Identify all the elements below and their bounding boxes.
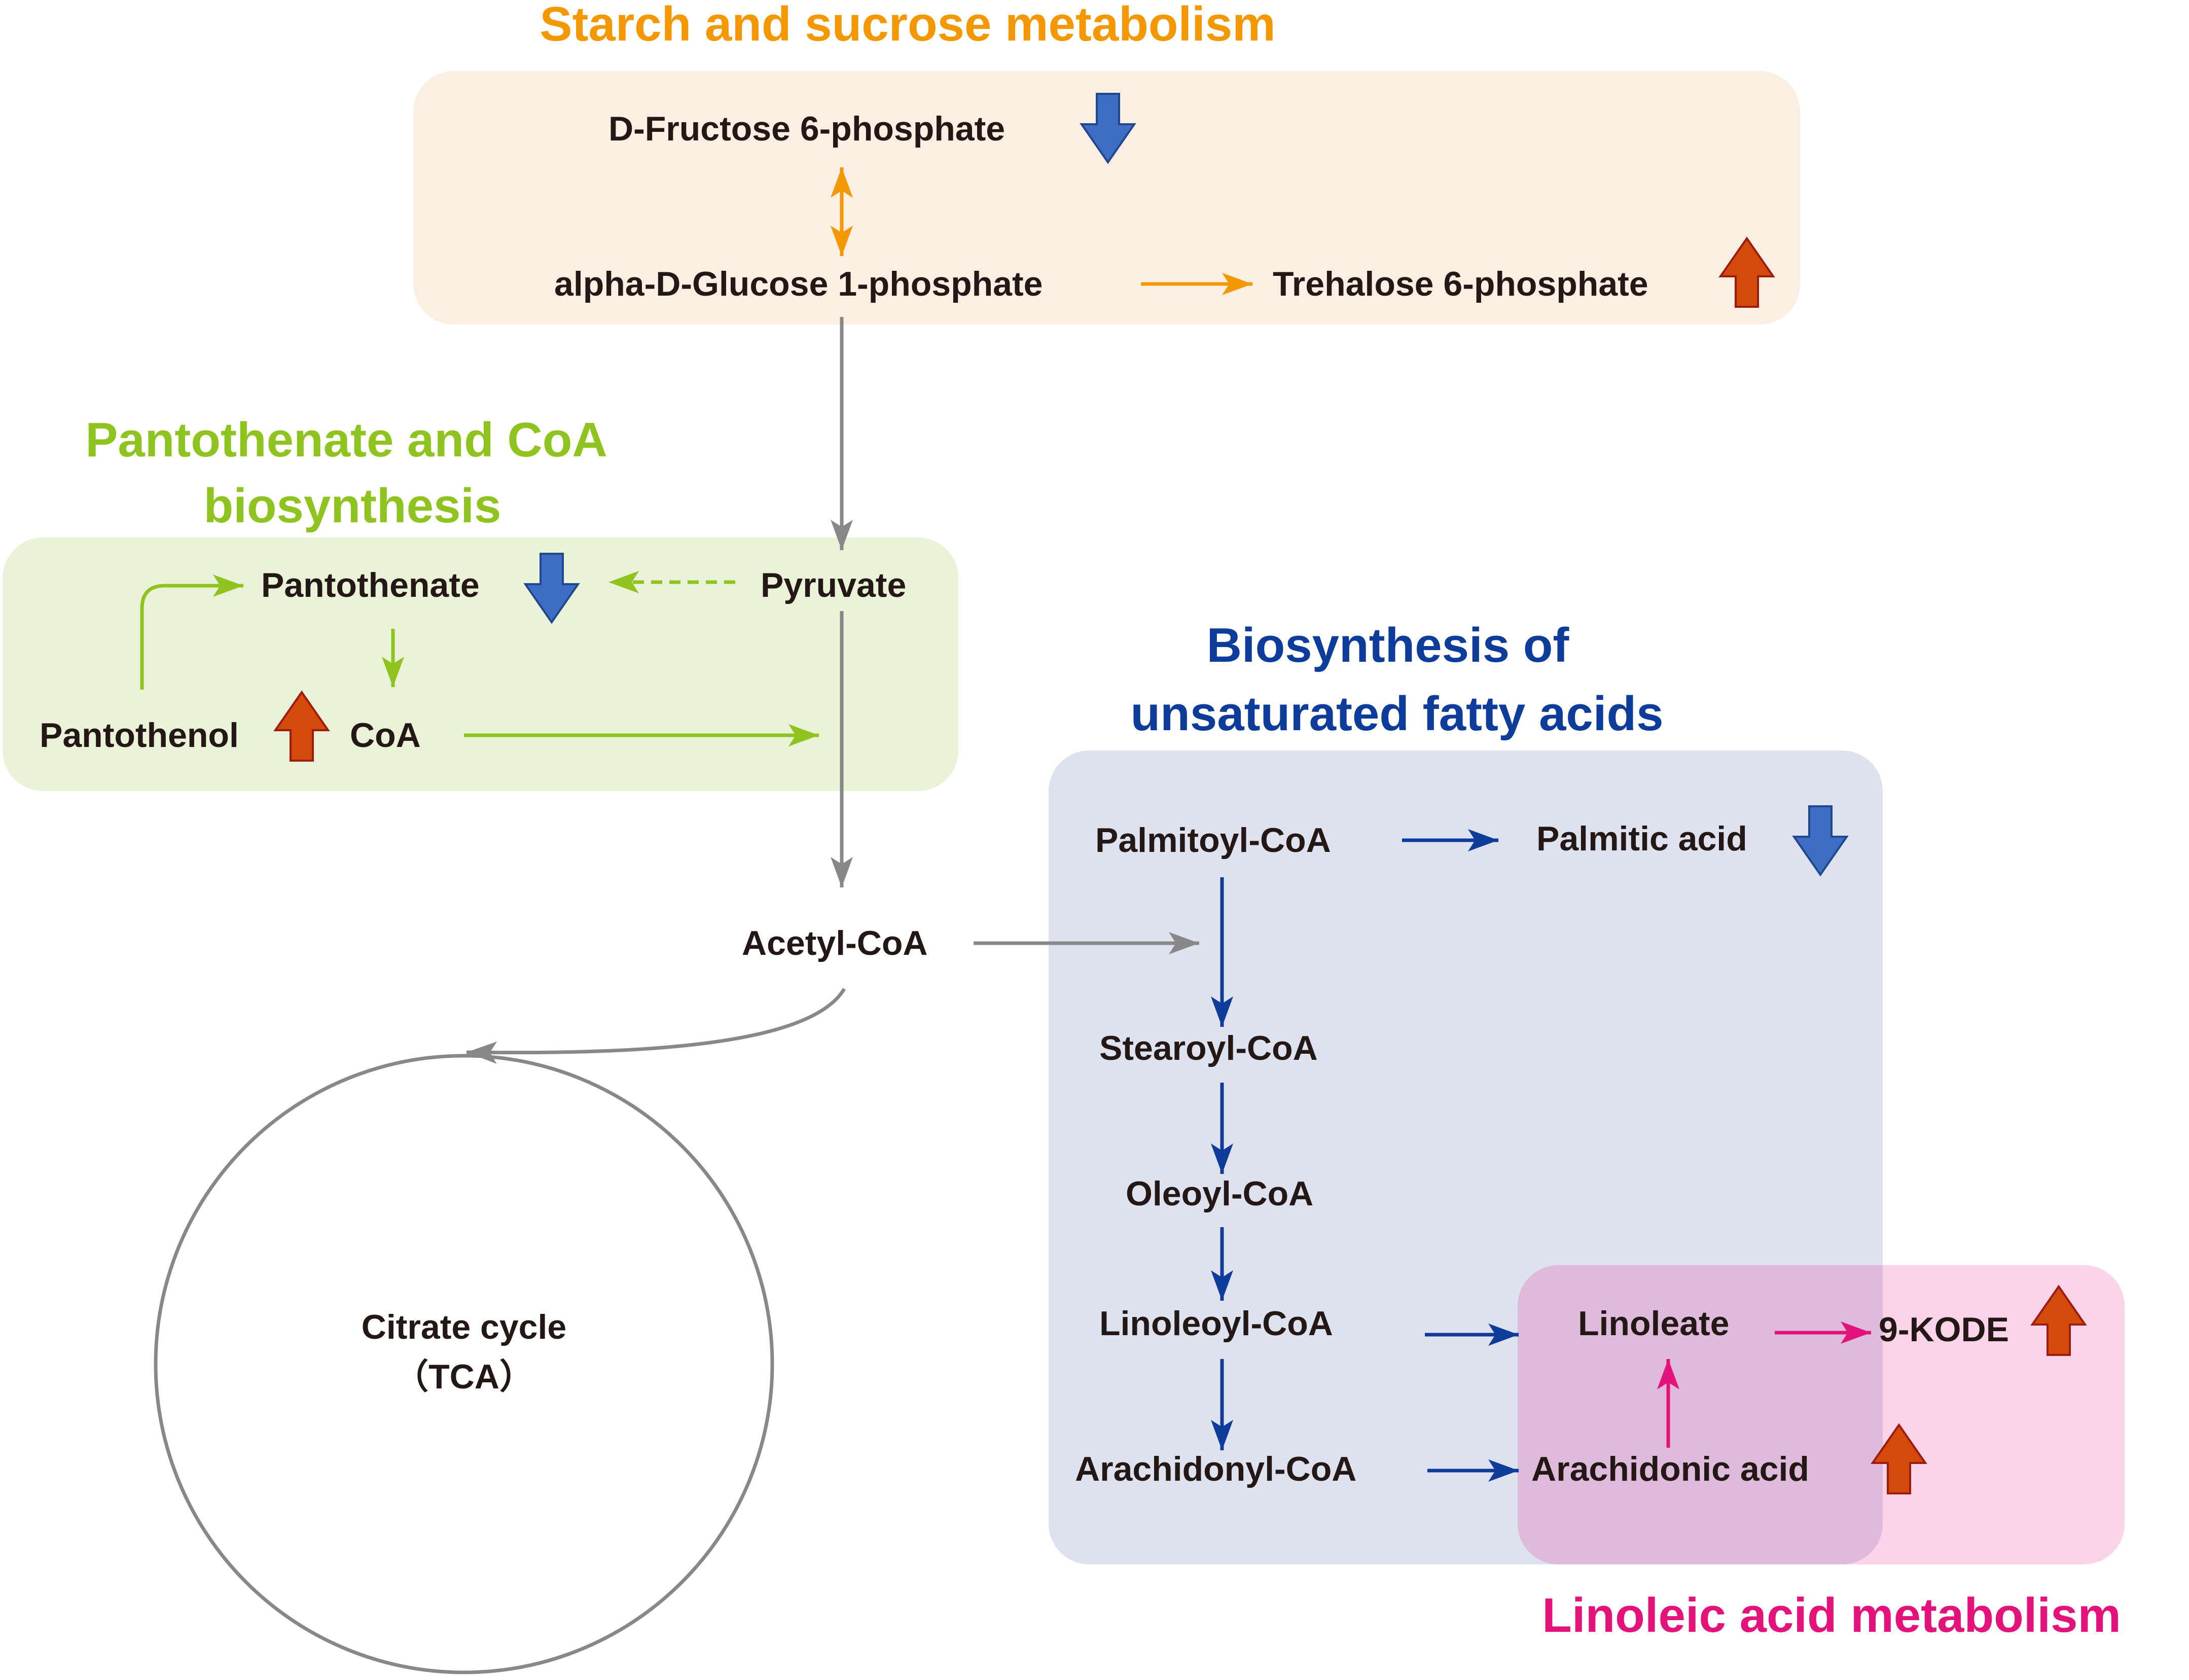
starch-title: Starch and sucrose metabolism [540,0,1275,51]
metabolite-coa: CoA [350,716,421,755]
metabolite-acetylcoa: Acetyl-CoA [742,924,928,962]
metabolite-kode: 9-KODE [1879,1310,2009,1349]
up-arrow-icon [2030,1284,2087,1356]
down-arrow-icon [523,553,580,624]
metabolite-fructose6p: D-Fructose 6-phosphate [608,110,1005,148]
metabolite-palmitic: Palmitic acid [1536,819,1747,858]
tca-label: Citrate cycle [362,1308,566,1346]
metabolite-trehalose6p: Trehalose 6-phosphate [1273,265,1648,303]
down-arrow-icon [1080,93,1136,164]
up-arrow-icon [273,690,330,762]
edge-pantothenol-pantothenate [140,575,243,690]
metabolite-pantothenate: Pantothenate [261,566,480,604]
metabolite-pantothenol: Pantothenol [40,716,239,755]
tca-cycle [154,1054,774,1674]
metabolite-arachidonic: Arachidonic acid [1531,1450,1809,1488]
metabolite-pyruvate: Pyruvate [761,566,906,604]
metabolite-linoleoylcoa: Linoleoyl-CoA [1099,1304,1333,1343]
up-arrow-icon [1871,1423,1927,1494]
starch-box [413,71,1800,325]
metabolite-stearoylcoa: Stearoyl-CoA [1099,1029,1318,1067]
metabolite-glucose1p: alpha-D-Glucose 1-phosphate [554,265,1043,303]
metabolite-palmitoylcoa: Palmitoyl-CoA [1095,821,1331,860]
up-arrow-icon [1718,236,1775,308]
edge-acetylcoa-tca [466,988,846,1064]
ufa-title-line1: Biosynthesis of [1207,618,1570,672]
down-arrow-icon [1792,805,1849,877]
ufa-title-line2: unsaturated fatty acids [1131,687,1664,741]
pantothenate-title-line1: Pantothenate and CoA [85,413,607,467]
metabolite-linoleate: Linoleate [1578,1304,1730,1343]
linoleic-box [1518,1265,2125,1564]
linoleic-title: Linoleic acid metabolism [1542,1588,2121,1642]
tca-label-abbrev: （TCA） [394,1357,534,1396]
metabolite-oleoylcoa: Oleoyl-CoA [1126,1174,1313,1213]
metabolite-arachidonylcoa: Arachidonyl-CoA [1075,1450,1356,1488]
pantothenate-title-line2: biosynthesis [204,479,501,533]
pantothenate-box [3,538,958,791]
